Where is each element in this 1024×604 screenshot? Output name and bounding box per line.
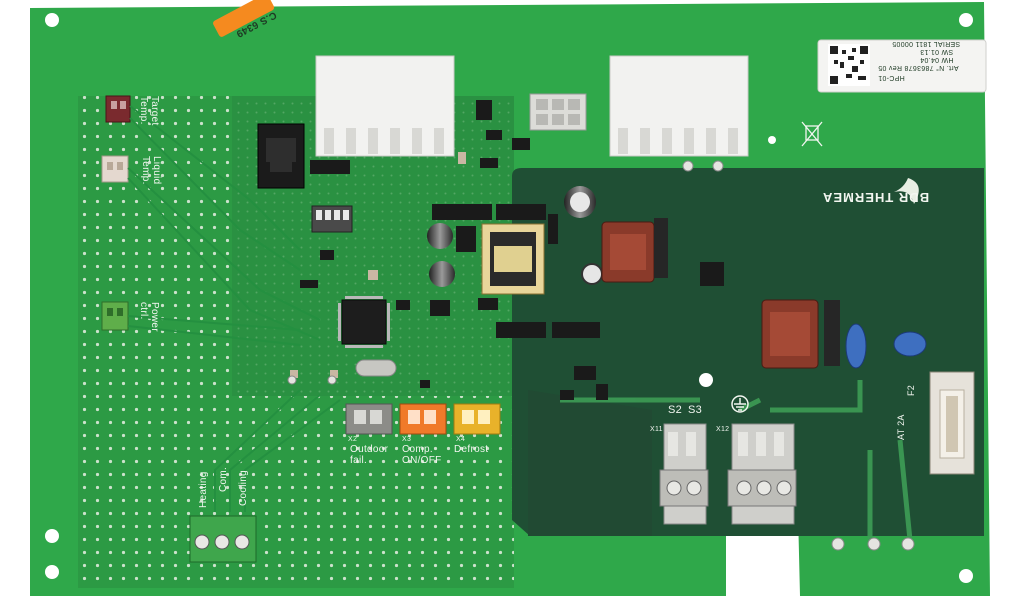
label-x11: X11 — [650, 426, 663, 433]
crystal — [355, 359, 397, 377]
connector-comp — [399, 403, 447, 435]
blue-cap-2 — [893, 331, 927, 357]
top-connector-left — [315, 55, 455, 157]
connector-liquid-temp — [101, 155, 129, 183]
serial-line2: Art. N° 7863678 Rev 05 — [878, 64, 959, 71]
connector-outdoor — [345, 403, 393, 435]
brand-name: BDR THERMEA — [822, 190, 930, 205]
label-x4: X4 — [456, 436, 466, 443]
label-liquid-temp: Liquid Temp. — [140, 156, 162, 185]
label-cooling: Cooling — [238, 469, 249, 506]
label-x12: X12 — [716, 426, 730, 433]
serial-line4: SW 01.13 — [920, 48, 954, 55]
label-com: Com. — [218, 466, 229, 492]
serial-line5: SERIAL 1811 00005 — [892, 40, 961, 47]
label-comp-onoff: Comp. ON/OFF — [402, 444, 442, 466]
label-power: Power ctrl. — [138, 302, 160, 332]
small-cap — [581, 263, 603, 285]
label-defrost: Defrost — [454, 444, 489, 455]
blue-cap-1 — [845, 323, 867, 369]
orange-sticker — [213, 0, 275, 37]
connector-target-temp — [105, 95, 131, 123]
label-outdoor-fail: Outdoor fail. — [350, 444, 389, 466]
serial-line1: HPC-01 — [878, 74, 905, 81]
screw-terminal-x12 — [727, 423, 797, 525]
label-x3: X3 — [402, 436, 412, 443]
weee-bin-icon — [801, 121, 823, 147]
microcontroller-chip — [341, 299, 387, 345]
top-connector-right — [609, 55, 749, 157]
screw-terminal-x11 — [659, 423, 709, 525]
label-target-temp: Target Temp. — [138, 96, 160, 126]
label-s3: S3 — [688, 404, 703, 416]
electrolytic-cap-1 — [427, 223, 453, 249]
connector-power — [101, 301, 129, 331]
screw-terminal-green — [189, 515, 257, 563]
label-x2: X2 — [348, 436, 358, 443]
label-heating: Heating — [198, 471, 209, 508]
label-at2a: AT 2A — [896, 414, 906, 440]
bdr-logo-icon — [894, 178, 919, 204]
ground-symbol-icon — [731, 395, 749, 413]
serial-line3: HW 04.04 — [920, 56, 954, 63]
connector-defrost — [453, 403, 501, 435]
label-s2: S2 — [668, 404, 683, 416]
electrolytic-cap-2 — [429, 261, 455, 287]
label-f2: F2 — [906, 384, 916, 396]
